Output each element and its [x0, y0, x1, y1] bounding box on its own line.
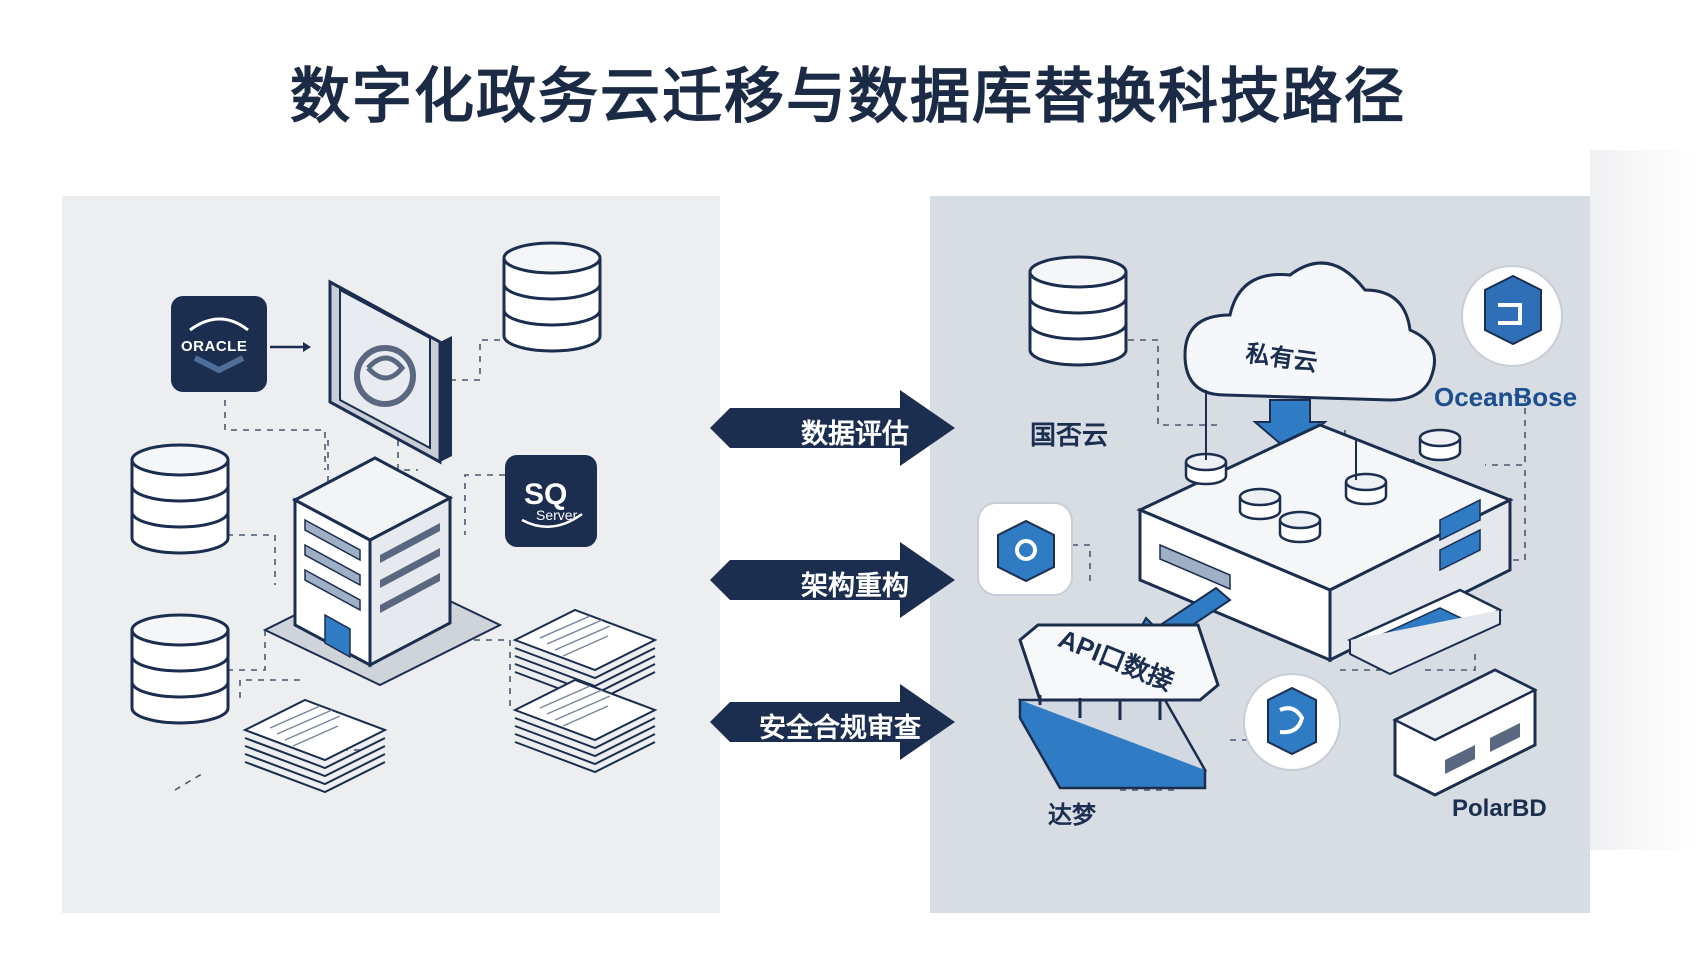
step-arrow-2	[710, 542, 955, 618]
migration-screen-illustration	[328, 279, 452, 465]
database-stack-top	[502, 241, 602, 353]
step-arrow-1	[710, 390, 955, 466]
step-label-architecture-refactor: 架构重构	[801, 571, 909, 602]
platform-node-3	[1278, 510, 1322, 544]
cloud-platform-base	[1136, 423, 1514, 663]
sql-server-logo-tile	[505, 455, 597, 547]
storage-grid-panel	[1347, 588, 1503, 676]
platform-node-2	[1238, 487, 1282, 521]
document-stack-left	[244, 699, 386, 793]
legacy-server-rack	[262, 456, 503, 687]
sql-logo-text: SQ	[524, 478, 568, 511]
page-title: 数字化政务云迁移与数据库替换科技路径	[290, 62, 1406, 132]
step-label-data-assessment: 数据评估	[801, 419, 909, 450]
api-interface-panel	[1017, 623, 1220, 790]
platform-node-4	[1344, 472, 1388, 506]
oracle-logo-text: ORACLE	[181, 338, 248, 355]
oceanbase-logo-badge	[1461, 265, 1563, 367]
domestic-cloud-label: 国否云	[1030, 420, 1109, 450]
private-cloud-icon	[1183, 261, 1436, 454]
dameng-label: 达梦	[1048, 802, 1096, 829]
cloud-service-logo-badge	[977, 502, 1073, 596]
platform-node-5	[1418, 428, 1462, 462]
step-arrow-3	[710, 684, 955, 760]
polardb-logo-badge	[1243, 673, 1341, 771]
decorative-background-shape	[1590, 150, 1696, 850]
step-label-security-compliance: 安全合规审查	[759, 713, 921, 744]
database-stack-bottom-left	[130, 613, 230, 725]
oracle-logo-tile	[171, 296, 267, 392]
domestic-cloud-database	[1028, 255, 1128, 367]
database-stack-mid-left	[130, 443, 230, 555]
sql-logo-subtext: Server	[536, 507, 578, 523]
polardb-label: PolarBD	[1452, 795, 1547, 822]
oceanbase-label: OceanBose	[1434, 382, 1578, 412]
document-stack-right-lower	[514, 679, 656, 773]
polardb-server-box	[1392, 668, 1538, 797]
